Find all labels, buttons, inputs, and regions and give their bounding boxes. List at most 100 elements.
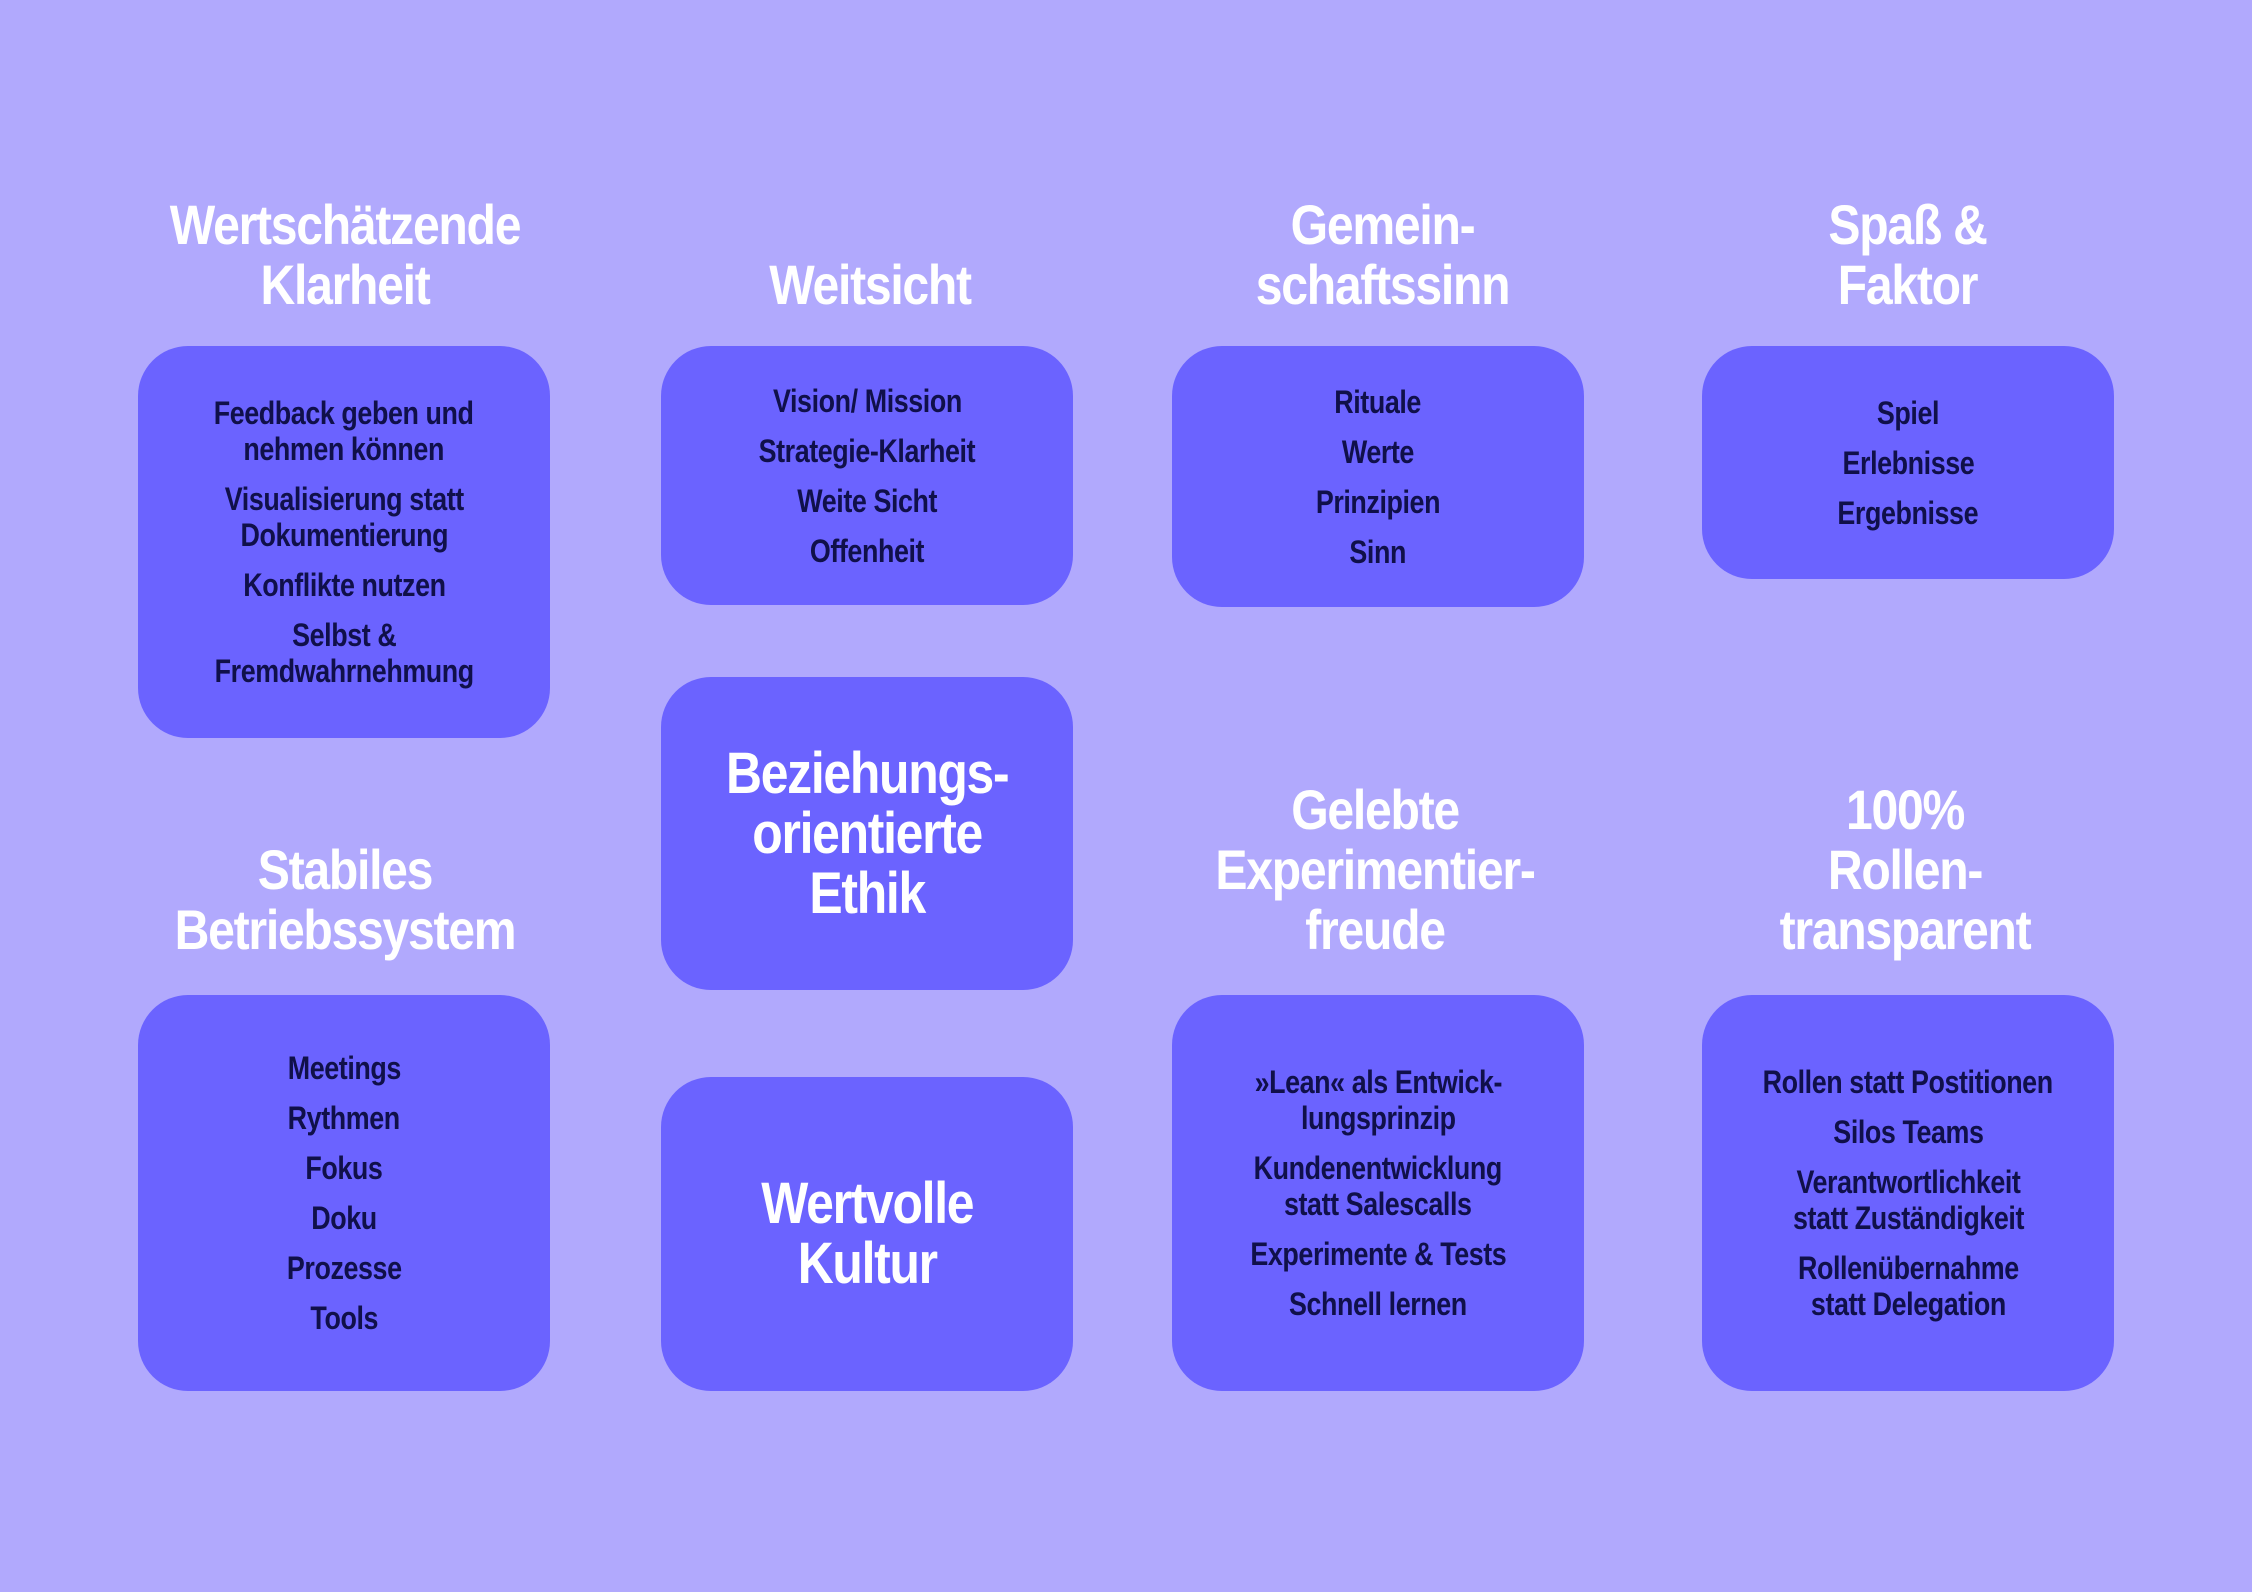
box-item-line: Silos Teams [1832,1114,1984,1150]
text-line: Faktor [1837,253,1979,316]
heading-rollen-transparent: 100%Rollen-transparent [1694,770,2115,960]
text-line: Rollen- [1827,838,1983,901]
box-item: Ergebnisse [1838,495,1979,531]
text-line: Weitsicht [769,253,972,316]
text-line: Klarheit [260,253,431,316]
box-item-line: Doku [311,1200,377,1236]
box-item: Strategie-Klarheit [758,432,976,469]
text-line: Gelebte [1291,778,1460,841]
box-item: Werte [1341,433,1415,470]
box-item-line: statt Delegation [1810,1286,2006,1322]
box-item-line: Erlebnisse [1842,444,1974,481]
box-item-line: Spiel [1876,394,1940,431]
text-line: 100% [1845,778,1965,841]
text-line: orientierte [752,800,983,866]
box-item-line: Fremdwahrnehmung [214,653,474,689]
box-item: Schnell lernen [1289,1286,1467,1322]
box-item: Meetings [287,1050,401,1086]
box-item-line: Experimente & Tests [1250,1236,1506,1272]
box-item-line: nehmen können [243,431,445,467]
text-line: Wertvolle [760,1171,974,1236]
text-line: transparent [1779,898,2032,961]
box-item-line: Kundenentwicklung [1253,1150,1503,1186]
box-item-line: Rituale [1334,383,1422,420]
box-item-line: Werte [1341,433,1415,470]
box-item-line: Strategie-Klarheit [758,432,976,469]
box-item-line: Weite Sicht [797,482,937,519]
box-item: Weite Sicht [797,483,937,519]
box-item-line: statt Zuständigkeit [1792,1200,2024,1236]
text-line: Betriebssystem [174,898,517,961]
box-item: Sinn [1350,534,1407,570]
text-line: Kultur [797,1231,937,1296]
box-item-line: Feedback geben und [214,395,474,431]
box-item: Vision/ Mission [773,383,962,419]
box-item-line: Visualisierung statt [224,481,464,517]
box-item-line: Konflikte nutzen [242,567,446,603]
text-line: Ethik [809,860,926,926]
box-item-line: statt Salescalls [1284,1186,1472,1222]
box-item: Fokus [305,1150,382,1186]
heading-weitsicht: Weitsicht [659,190,1080,315]
box-item: Konflikte nutzen [242,567,446,603]
box-item-line: »Lean« als Entwick- [1254,1064,1502,1100]
box-item: Rituale [1335,384,1422,420]
text-line: freude [1305,898,1446,961]
text-line: schaftssinn [1255,253,1511,316]
box-item: Spiel [1876,394,1940,431]
heading-gemeinschaftssinn: Gemein-schaftssinn [1170,190,1596,315]
box-item-line: Selbst & [291,617,397,653]
box-item-line: Prinzipien [1315,483,1441,520]
text-line: Spaß & [1828,193,1987,256]
text-line: Beziehungs- [725,740,1010,806]
box-item-line: Rythmen [287,1100,401,1136]
box-item: Selbst &Fremdwahrnehmung [214,617,474,689]
box-item-line: Prozesse [286,1250,402,1286]
box-item-line: lungsprinzip [1300,1100,1456,1136]
box-item: Experimente & Tests [1250,1236,1506,1272]
box-item-line: Tools [310,1300,378,1336]
box-item-line: Schnell lernen [1289,1286,1467,1322]
box-item-line: Vision/ Mission [772,382,962,419]
box-item-line: Sinn [1349,533,1407,570]
box-item: Rollen statt Postitionen [1762,1064,2054,1100]
box-item: Erlebnisse [1842,445,1974,481]
box-item: Offenheit [809,532,925,569]
box-item-line: Fokus [305,1150,383,1186]
box-item: Prozesse [287,1250,402,1286]
box-item-line: Verantwortlichkeit [1796,1164,2020,1200]
box-item: Rythmen [288,1100,400,1136]
box-item: »Lean« als Entwick-lungsprinzip [1254,1064,1502,1136]
text-line: Gemein- [1290,193,1476,256]
box-item-line: Offenheit [809,532,925,569]
text-line: Stabiles [257,838,434,901]
box-item-line: Ergebnisse [1837,494,1979,531]
text-line: Wertschätzende [169,193,522,256]
box-item: Doku [311,1200,377,1236]
box-item: Tools [310,1300,378,1336]
text-line: Experimentier- [1215,838,1535,901]
box-item: Prinzipien [1315,483,1441,520]
box-item-line: Rollenübernahme [1797,1250,2019,1286]
box-item-line: Dokumentierung [240,517,448,553]
box-item-line: Meetings [287,1050,401,1086]
box-item-line: Rollen statt Postitionen [1762,1064,2054,1100]
